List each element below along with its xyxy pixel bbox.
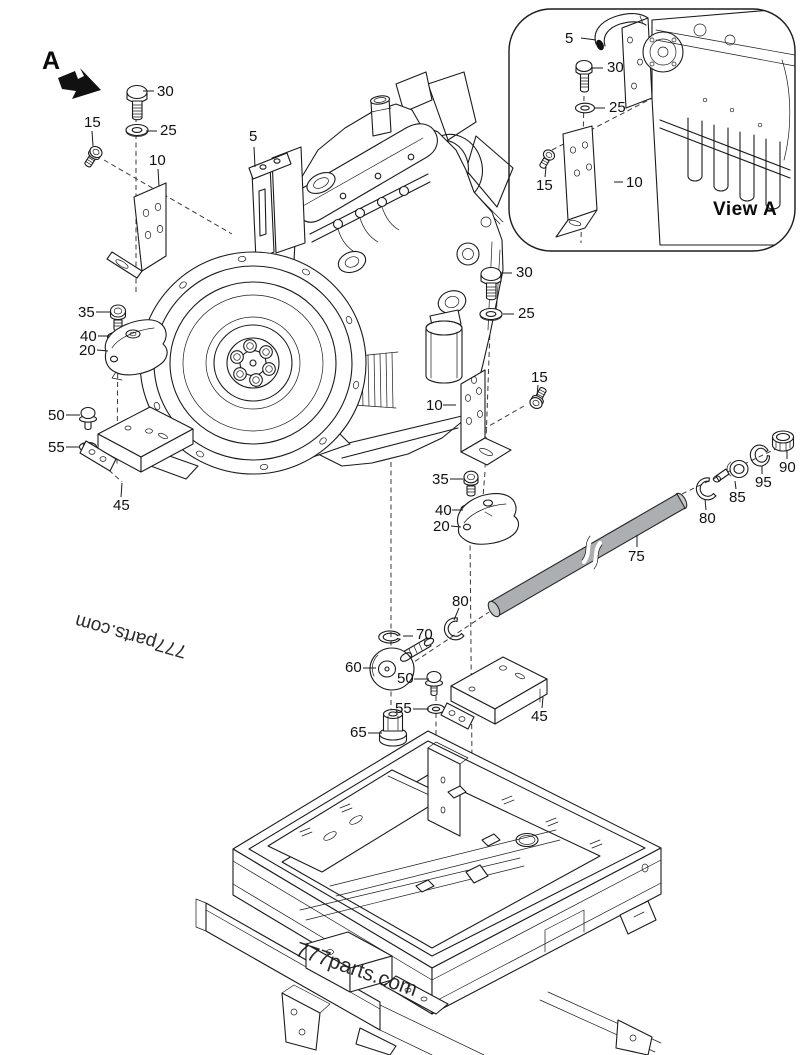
mount-20-mid xyxy=(456,493,519,545)
part-callout: 55 xyxy=(395,700,412,717)
part-callout: 80 xyxy=(452,593,469,610)
bracket-45-mid xyxy=(440,656,548,730)
part-callout: 30 xyxy=(607,59,624,76)
part-callout: 10 xyxy=(149,152,166,169)
leader-lines xyxy=(66,37,788,734)
washer-25-main xyxy=(125,123,149,137)
fitting-85 xyxy=(712,459,749,483)
part-callout: 25 xyxy=(609,99,626,116)
part-callout: 85 xyxy=(729,489,746,506)
part-callout: 50 xyxy=(48,407,65,424)
ball-joint-60 xyxy=(369,637,435,691)
part-callout: 40 xyxy=(435,502,452,519)
part-callout: 30 xyxy=(157,83,174,100)
view-direction-arrow-icon xyxy=(58,68,101,99)
bolt-30-main xyxy=(126,84,148,121)
part-callout: 35 xyxy=(78,304,95,321)
clip-80-right xyxy=(695,477,717,501)
cap-90 xyxy=(771,430,795,452)
bolt-35-left xyxy=(109,304,127,332)
bracket-10-main xyxy=(106,182,167,279)
snap-ring-95 xyxy=(749,444,771,467)
bolt-50-mid xyxy=(424,670,444,697)
part-callout: 10 xyxy=(426,397,443,414)
screw-15-right xyxy=(529,387,547,410)
part-callout: 45 xyxy=(531,708,548,725)
part-callout: 15 xyxy=(84,114,101,131)
part-callout: 5 xyxy=(565,30,574,47)
engine-lifting-bracket xyxy=(248,146,306,261)
inset-caption: View A xyxy=(713,199,778,220)
part-callout: 15 xyxy=(536,177,553,194)
mount-20-left xyxy=(104,319,168,381)
part-callout: 25 xyxy=(518,305,535,322)
part-callout: 80 xyxy=(699,510,716,527)
part-callout: 35 xyxy=(432,471,449,488)
part-callout: 90 xyxy=(779,459,796,476)
view-marker-text: A xyxy=(42,47,61,75)
bolt-30-right xyxy=(480,266,502,301)
torque-rod-75 xyxy=(487,492,688,618)
part-callout: 50 xyxy=(397,670,414,687)
flywheel xyxy=(139,251,367,475)
part-callout: 5 xyxy=(249,128,258,145)
part-callout: 15 xyxy=(531,369,548,386)
part-callout: 20 xyxy=(433,518,450,535)
part-callout: 95 xyxy=(755,474,772,491)
bushing-65 xyxy=(378,708,408,747)
part-callout: 60 xyxy=(345,659,362,676)
part-callout: 20 xyxy=(79,342,96,359)
clip-80-mid xyxy=(443,617,465,641)
view-marker-letter: A xyxy=(42,47,60,76)
part-callout: 65 xyxy=(350,724,367,741)
part-callout: 30 xyxy=(516,264,533,281)
bolt-50-left xyxy=(78,406,98,431)
bolt-35-mid xyxy=(463,470,479,497)
part-callout: 70 xyxy=(416,626,433,643)
ring-70 xyxy=(378,630,401,644)
part-callout: 10 xyxy=(626,174,643,191)
washer-25-right xyxy=(479,307,503,321)
part-callout: 55 xyxy=(48,439,65,456)
part-callout: 25 xyxy=(160,122,177,139)
bracket-45-left xyxy=(79,406,194,473)
screw-15-main xyxy=(84,145,103,168)
engine-illustration xyxy=(139,71,514,480)
part-callout: 40 xyxy=(80,328,97,345)
frame-illustration xyxy=(195,730,662,1055)
part-callout: 75 xyxy=(628,548,645,565)
view-a-inset xyxy=(508,8,796,252)
part-callout: 45 xyxy=(113,497,130,514)
bracket-10-right xyxy=(460,369,512,466)
